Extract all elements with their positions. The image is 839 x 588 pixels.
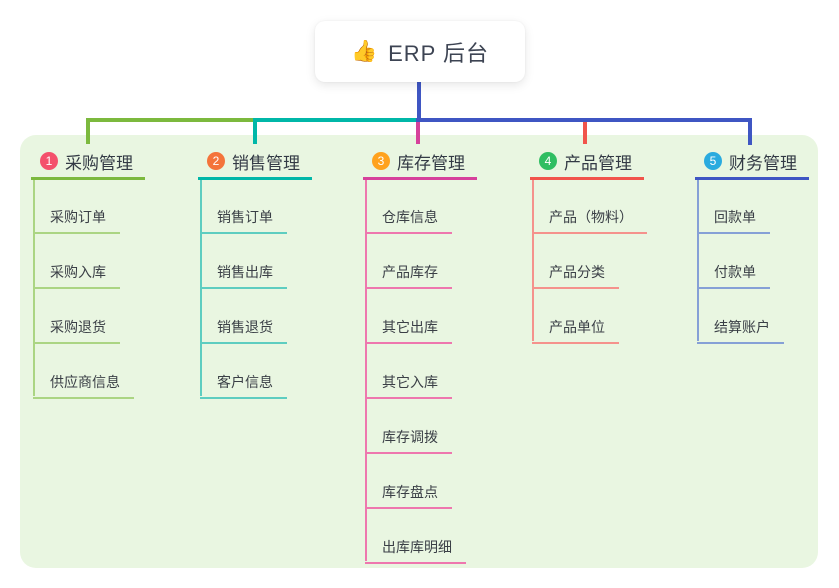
branch-label: 产品管理 [564, 153, 632, 173]
child-node[interactable]: 付款单 [697, 256, 770, 289]
child-node[interactable]: 出库库明细 [365, 531, 466, 564]
child-node[interactable]: 库存调拨 [365, 421, 452, 454]
branch-number-badge: 1 [40, 152, 58, 170]
child-node[interactable]: 采购退货 [33, 311, 120, 344]
branch-label: 库存管理 [397, 153, 465, 173]
child-node[interactable]: 仓库信息 [365, 201, 452, 234]
root-node-label: ERP 后台 [388, 40, 490, 66]
branch-children-connector [532, 180, 534, 341]
root-node[interactable]: 👍 ERP 后台 [315, 21, 525, 82]
branch-number-badge: 2 [207, 152, 225, 170]
child-node[interactable]: 产品（物料） [532, 201, 647, 234]
branch-number-badge: 3 [372, 152, 390, 170]
branch-children-connector [365, 180, 367, 561]
child-node[interactable]: 产品库存 [365, 256, 452, 289]
child-node[interactable]: 产品分类 [532, 256, 619, 289]
branch-node-5[interactable]: 5 财务管理 [695, 148, 809, 180]
child-node[interactable]: 回款单 [697, 201, 770, 234]
child-node[interactable]: 其它入库 [365, 366, 452, 399]
branch-number-badge: 4 [539, 152, 557, 170]
mindmap-background-panel [20, 135, 818, 568]
branch-node-4[interactable]: 4 产品管理 [530, 148, 644, 180]
child-node[interactable]: 销售出库 [200, 256, 287, 289]
branch-number-badge: 5 [704, 152, 722, 170]
child-node[interactable]: 供应商信息 [33, 366, 134, 399]
child-node[interactable]: 产品单位 [532, 311, 619, 344]
branch-label: 财务管理 [729, 153, 797, 173]
child-node[interactable]: 其它出库 [365, 311, 452, 344]
child-node[interactable]: 采购订单 [33, 201, 120, 234]
child-node[interactable]: 库存盘点 [365, 476, 452, 509]
child-node[interactable]: 销售订单 [200, 201, 287, 234]
branch-node-1[interactable]: 1 采购管理 [31, 148, 145, 180]
child-node[interactable]: 客户信息 [200, 366, 287, 399]
child-node[interactable]: 结算账户 [697, 311, 784, 344]
child-node[interactable]: 采购入库 [33, 256, 120, 289]
branch-label: 采购管理 [65, 153, 133, 173]
branch-label: 销售管理 [232, 153, 300, 173]
branch-node-3[interactable]: 3 库存管理 [363, 148, 477, 180]
child-node[interactable]: 销售退货 [200, 311, 287, 344]
branch-node-2[interactable]: 2 销售管理 [198, 148, 312, 180]
branch-children-connector [697, 180, 699, 341]
thumbs-up-icon: 👍 [350, 39, 379, 63]
